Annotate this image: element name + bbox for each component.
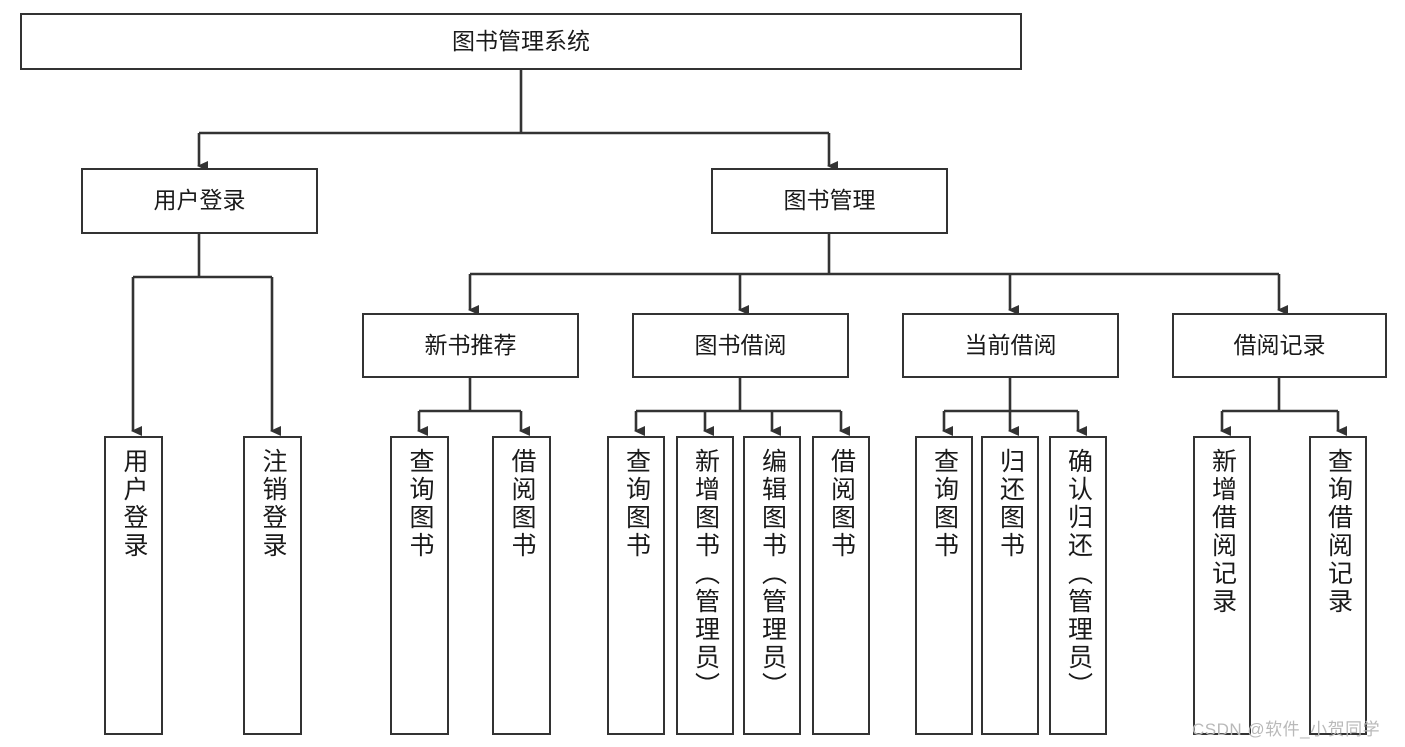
node-leaf-add-book[interactable]: 新增图书（管理员）	[676, 436, 734, 735]
node-leaf-borrow-book-1[interactable]: 借阅图书	[492, 436, 551, 735]
node-leaf-add-book-label: 新增图书（管理员）	[691, 448, 720, 700]
csdn-watermark: CSDN @软件_小贺同学	[1192, 720, 1381, 739]
node-leaf-query-book-3[interactable]: 查询图书	[915, 436, 973, 735]
node-leaf-query-book-3-label: 查询图书	[930, 448, 959, 560]
node-leaf-logout-label: 注销登录	[259, 448, 287, 560]
node-borrow-record-label: 借阅记录	[1233, 331, 1326, 358]
node-root[interactable]: 图书管理系统	[20, 13, 1022, 70]
node-root-label: 图书管理系统	[452, 27, 590, 54]
node-new-book-rec[interactable]: 新书推荐	[362, 313, 579, 378]
node-leaf-query-book-1-label: 查询图书	[406, 448, 434, 560]
node-leaf-borrow-book-2[interactable]: 借阅图书	[812, 436, 870, 735]
node-leaf-query-book-1[interactable]: 查询图书	[390, 436, 449, 735]
node-current-borrow-label: 当前借阅	[964, 331, 1057, 358]
node-leaf-query-record[interactable]: 查询借阅记录	[1309, 436, 1367, 735]
node-leaf-user-login[interactable]: 用户登录	[104, 436, 163, 735]
node-leaf-logout[interactable]: 注销登录	[243, 436, 302, 735]
node-book-manage-label: 图书管理	[783, 187, 876, 214]
node-leaf-return-book[interactable]: 归还图书	[981, 436, 1039, 735]
node-leaf-confirm-return[interactable]: 确认归还（管理员）	[1049, 436, 1107, 735]
node-book-borrow[interactable]: 图书借阅	[632, 313, 849, 378]
node-user-login-label: 用户登录	[153, 187, 246, 214]
node-book-borrow-label: 图书借阅	[694, 331, 787, 358]
node-user-login[interactable]: 用户登录	[81, 168, 318, 234]
node-leaf-add-record[interactable]: 新增借阅记录	[1193, 436, 1251, 735]
node-leaf-add-record-label: 新增借阅记录	[1208, 448, 1237, 616]
node-leaf-return-book-label: 归还图书	[996, 448, 1025, 560]
node-leaf-borrow-book-2-label: 借阅图书	[827, 448, 856, 560]
node-book-manage[interactable]: 图书管理	[711, 168, 948, 234]
node-leaf-confirm-return-label: 确认归还（管理员）	[1064, 448, 1093, 700]
node-leaf-query-book-2[interactable]: 查询图书	[607, 436, 665, 735]
node-current-borrow[interactable]: 当前借阅	[902, 313, 1119, 378]
node-leaf-user-login-label: 用户登录	[120, 448, 148, 560]
node-leaf-borrow-book-1-label: 借阅图书	[508, 448, 536, 560]
node-leaf-query-record-label: 查询借阅记录	[1324, 448, 1353, 616]
node-leaf-query-book-2-label: 查询图书	[622, 448, 651, 560]
node-leaf-edit-book[interactable]: 编辑图书（管理员）	[743, 436, 801, 735]
node-borrow-record[interactable]: 借阅记录	[1172, 313, 1387, 378]
node-leaf-edit-book-label: 编辑图书（管理员）	[758, 448, 787, 700]
node-new-book-rec-label: 新书推荐	[424, 331, 517, 358]
